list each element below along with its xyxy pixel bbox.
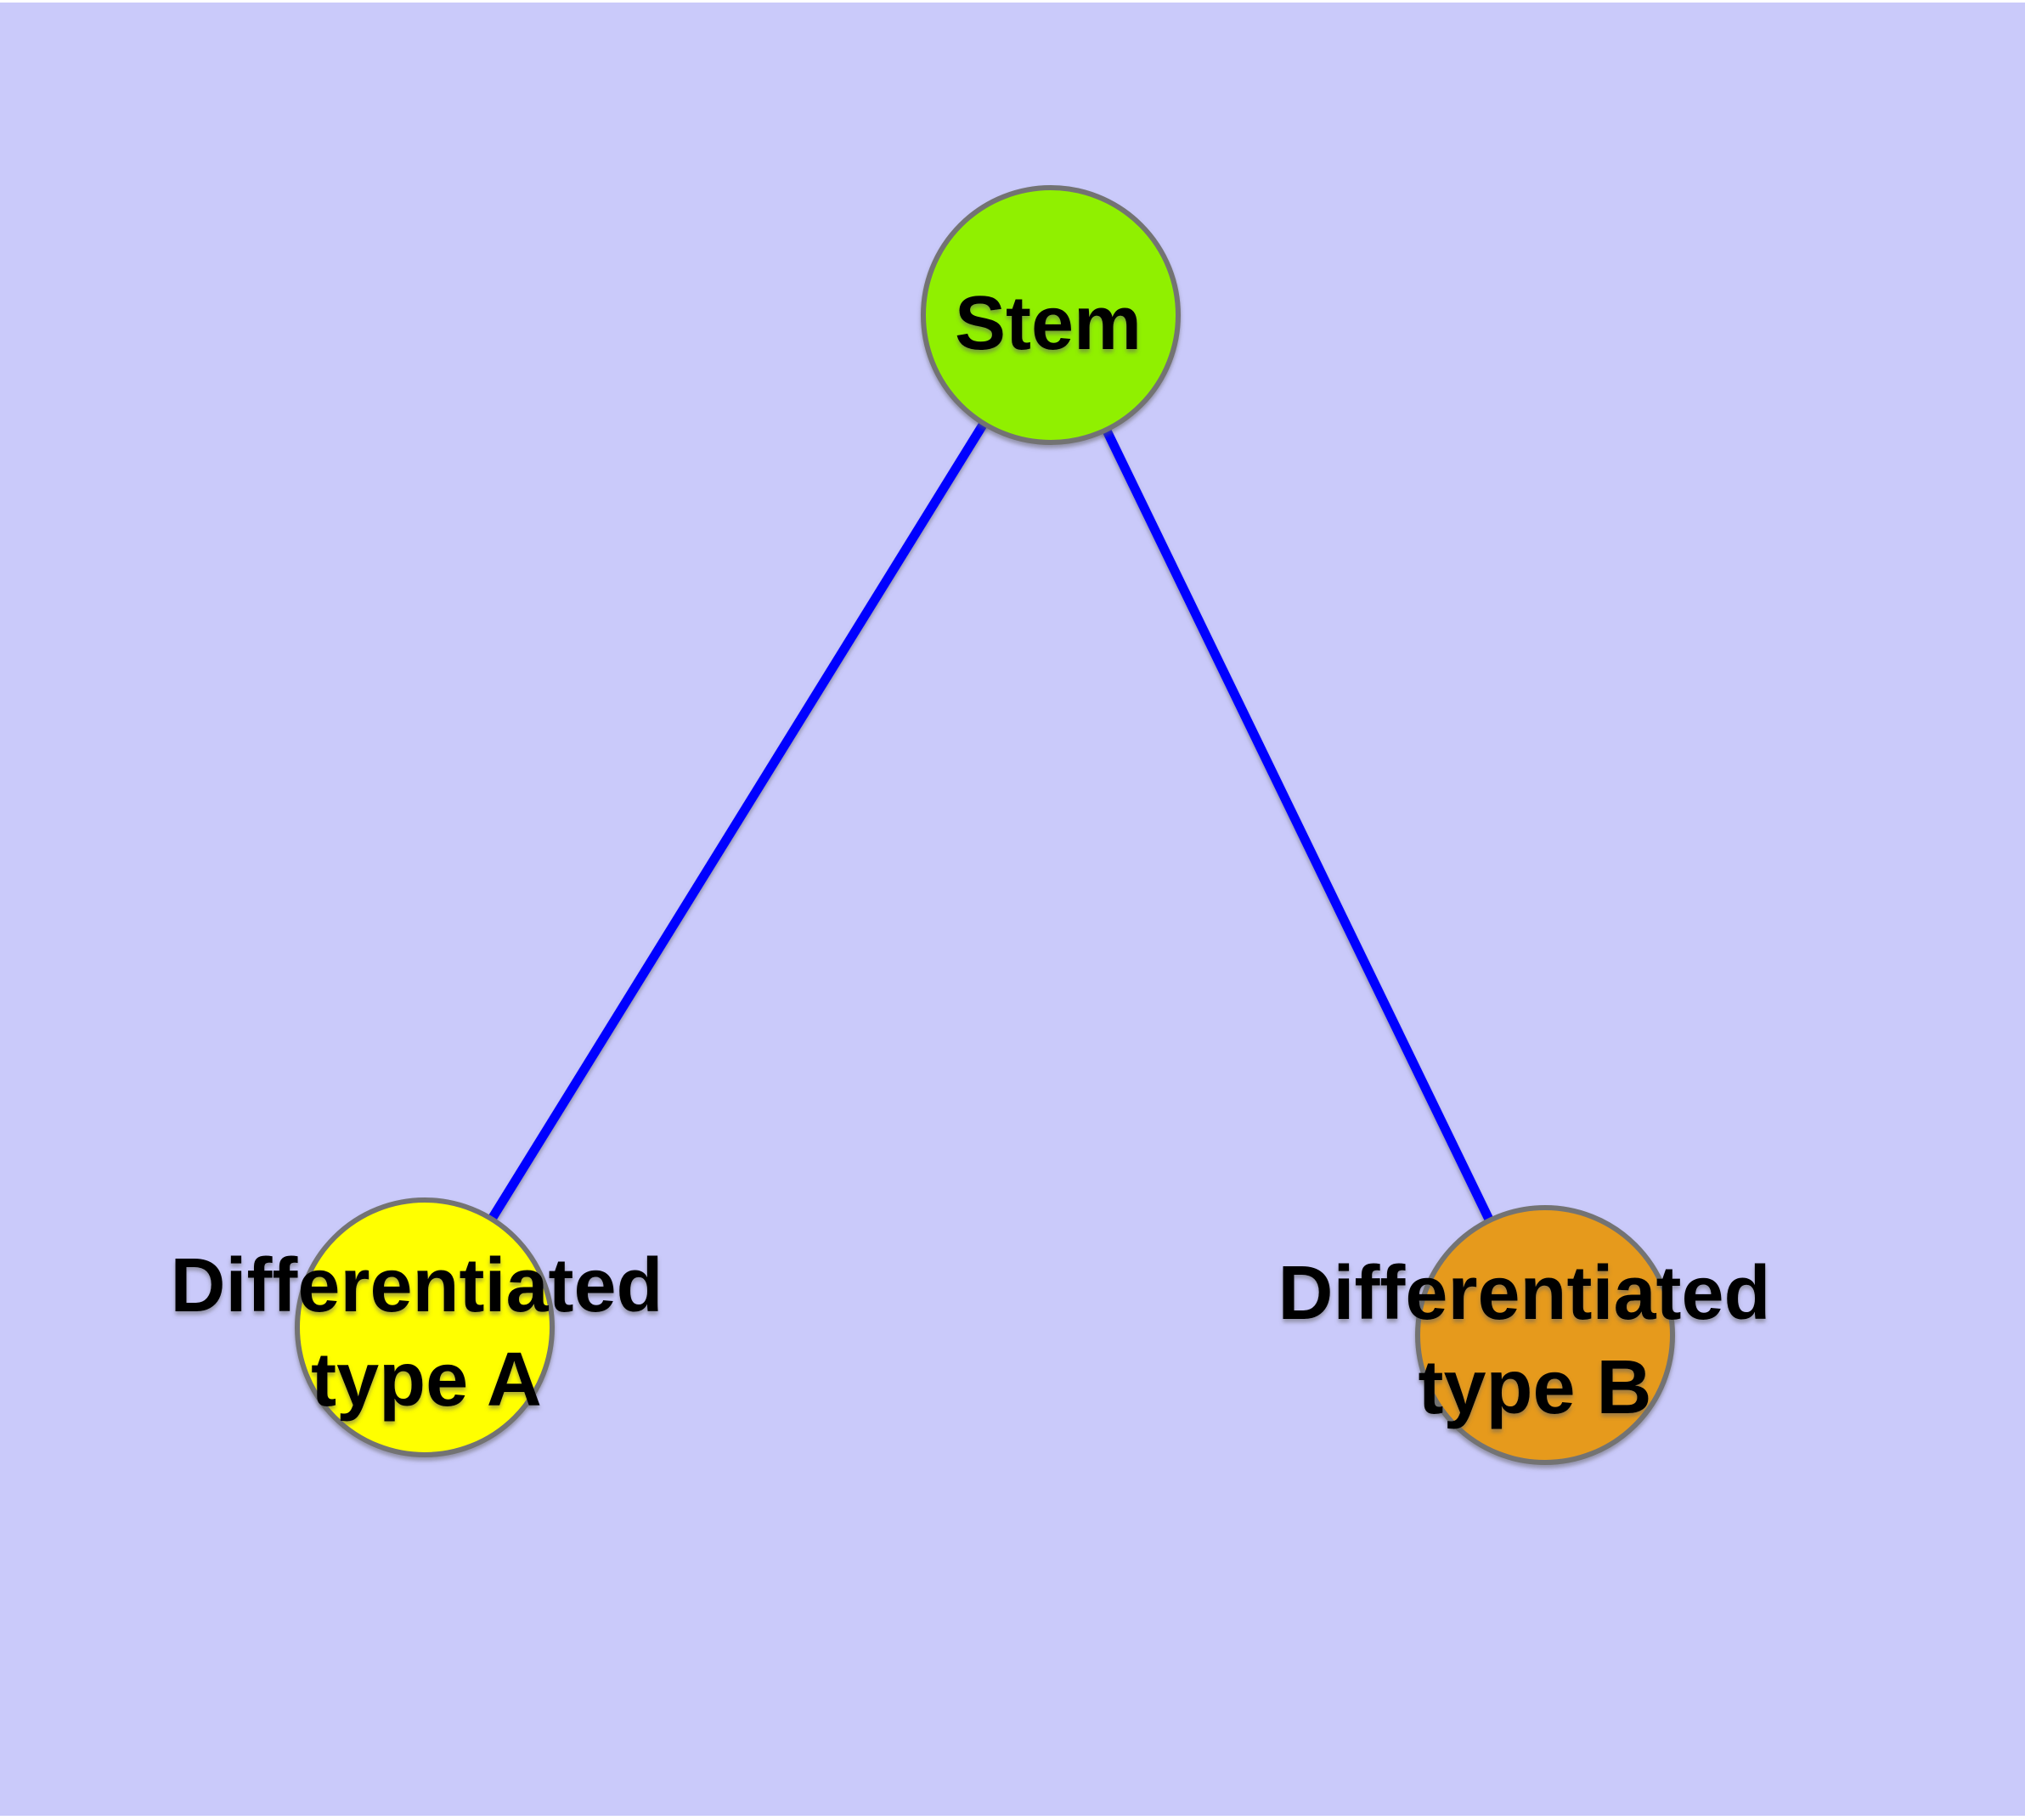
node-type-a-label-line1: Differentiated	[170, 1243, 663, 1328]
node-differentiated-type-b	[1415, 1205, 1675, 1465]
node-stem-label-text: Stem	[955, 281, 1142, 366]
edge-stem-to-type-a	[420, 313, 1055, 1330]
node-stem	[921, 185, 1181, 445]
edge-stem-to-type-b	[1046, 313, 1549, 1338]
node-type-a-label: Differentiated type A	[170, 1243, 684, 1423]
node-differentiated-type-a	[295, 1197, 555, 1457]
node-type-b-label-line1: Differentiated	[1278, 1251, 1770, 1336]
node-type-b-label-line2: type B	[1418, 1345, 1651, 1430]
node-type-a-label-line2: type A	[311, 1338, 542, 1423]
node-stem-label: Stem	[955, 281, 1142, 366]
node-type-b-label: Differentiated type B	[1278, 1251, 1791, 1430]
